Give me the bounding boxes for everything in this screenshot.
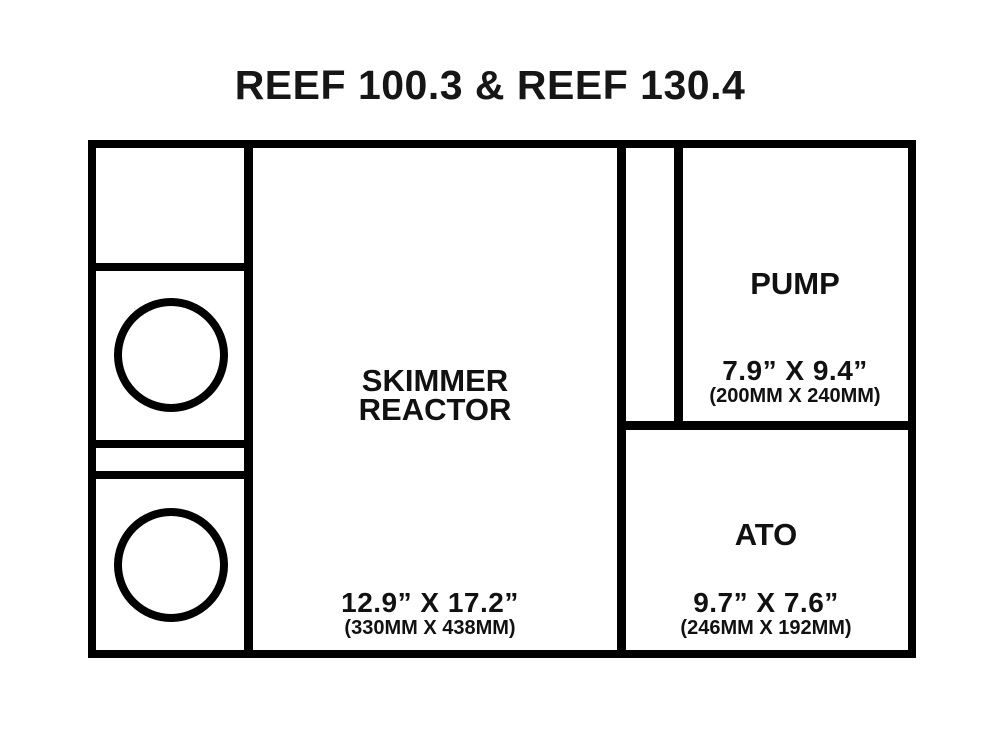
ato-label: ATO xyxy=(734,517,798,552)
skimmer-reactor-size-inches: 12.9” X 17.2” xyxy=(341,587,519,618)
skimmer-right-divider xyxy=(617,140,626,658)
skimmer-reactor-size-mm: (330MM X 438MM) xyxy=(344,617,516,639)
filter-sock-circle-top xyxy=(114,298,228,412)
sock-shelf-line-top xyxy=(88,263,253,271)
pump-label: PUMP xyxy=(750,266,840,301)
ato-dimensions: 9.7” X 7.6” (246MM X 192MM) xyxy=(616,588,916,639)
filter-sock-circle-bottom xyxy=(114,508,228,622)
pump-ato-divider xyxy=(617,421,916,430)
sump-outline xyxy=(88,140,916,658)
skimmer-reactor-dimensions: 12.9” X 17.2” (330MM X 438MM) xyxy=(280,588,580,639)
page-title: REEF 100.3 & REEF 130.4 xyxy=(234,62,746,108)
sock-shelf-line-middle-lower xyxy=(88,471,253,479)
return-strip-divider xyxy=(674,140,683,430)
sock-column-divider xyxy=(244,140,253,658)
pump-size-inches: 7.9” X 9.4” xyxy=(722,355,868,386)
ato-size-inches: 9.7” X 7.6” xyxy=(693,587,839,618)
pump-dimensions: 7.9” X 9.4” (200MM X 240MM) xyxy=(670,356,920,407)
pump-size-mm: (200MM X 240MM) xyxy=(709,385,881,407)
sock-shelf-line-middle-upper xyxy=(88,440,253,448)
ato-size-mm: (246MM X 192MM) xyxy=(680,617,852,639)
skimmer-reactor-label: SKIMMER REACTOR xyxy=(358,363,512,427)
